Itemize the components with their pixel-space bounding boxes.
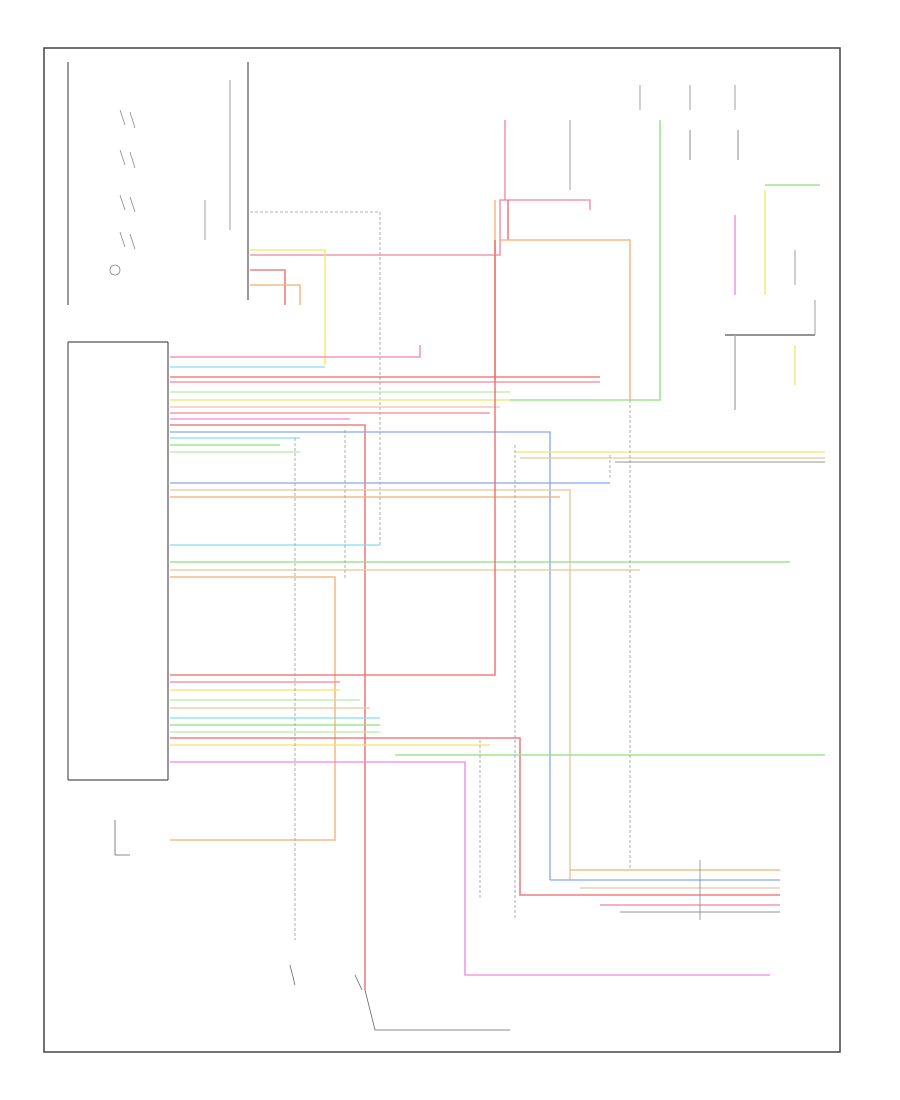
module-wires xyxy=(170,240,825,990)
wire-yellow-top xyxy=(250,249,326,365)
fuse-area xyxy=(510,85,739,401)
wire-pink-top xyxy=(250,199,591,256)
top-center-connector xyxy=(494,120,631,400)
ground-symbols xyxy=(114,820,510,1031)
dashed-lines xyxy=(294,400,631,940)
wire-red-top xyxy=(250,269,286,305)
relay-area xyxy=(725,184,820,410)
switch-wires xyxy=(250,199,591,545)
wire-gray-top xyxy=(250,211,381,545)
switch-block xyxy=(67,62,249,305)
wire-orange-top xyxy=(250,284,301,305)
main-module-block xyxy=(67,341,169,781)
switch-contacts xyxy=(109,109,206,276)
diagram-frame xyxy=(43,47,841,1053)
bottom-right-connector xyxy=(550,860,780,920)
